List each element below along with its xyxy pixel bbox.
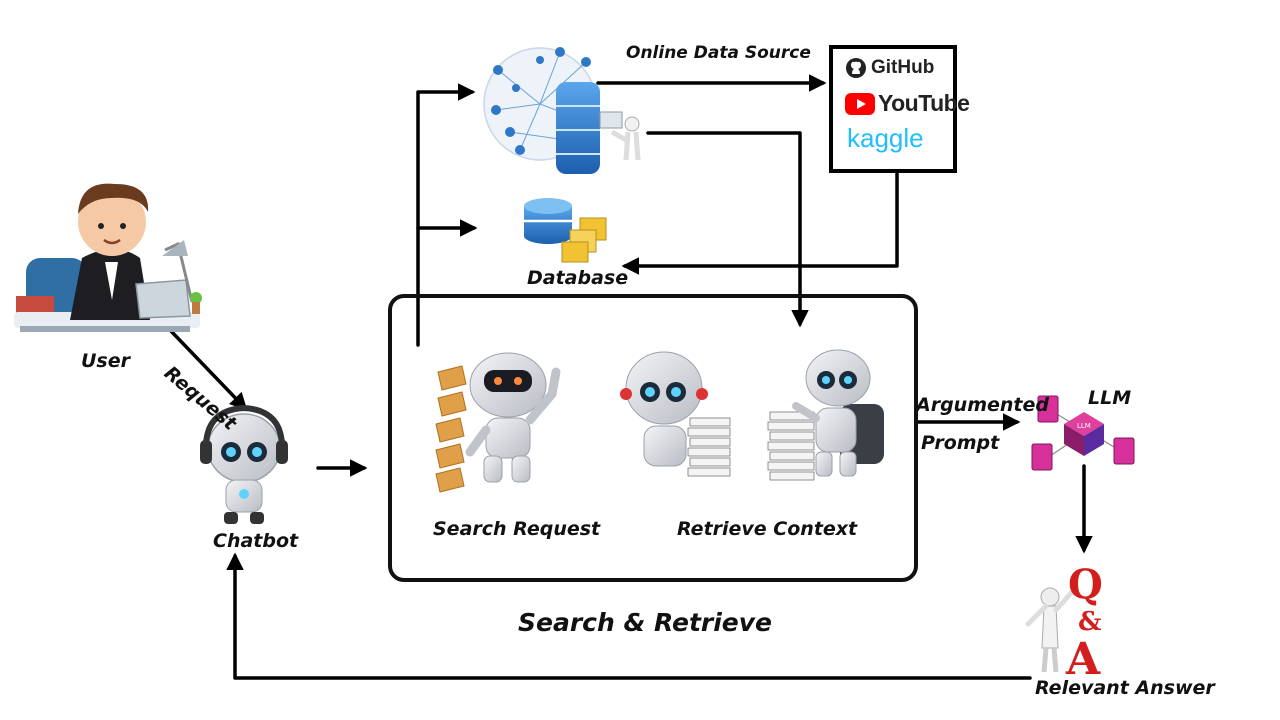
chatbot-label: Chatbot <box>213 530 299 552</box>
search-retrieve-box <box>388 294 918 582</box>
user-label: User <box>81 350 130 372</box>
kaggle-logo-text: kaggle <box>847 123 924 153</box>
answer-to-chatbot-arrow <box>226 552 1032 680</box>
qa-ampersand: & <box>1078 607 1101 637</box>
connectors <box>168 74 1093 680</box>
relevant-answer-label: Relevant Answer <box>1035 677 1215 699</box>
online-source-illustration <box>483 47 641 174</box>
chatbot-illustration <box>200 404 288 524</box>
user-illustration <box>14 183 202 332</box>
llm-label: LLM <box>1088 387 1132 409</box>
augmented-label-line2: Prompt <box>921 432 1000 454</box>
search-robot-illustration <box>435 352 561 493</box>
database-label: Database <box>527 267 629 289</box>
qa-letter-q: Q <box>1068 561 1103 608</box>
sources-to-database-arrow <box>621 170 899 275</box>
sources-box: GitHub YouTube kaggle <box>829 45 970 173</box>
github-logo-text: GitHub <box>871 57 935 78</box>
augmented-label-line1: Argumented <box>916 394 1049 416</box>
youtube-logo-text: YouTube <box>878 90 970 116</box>
retrieve-robots-illustration <box>620 349 884 481</box>
request-arrow <box>168 328 248 411</box>
search-request-label: Search Request <box>433 518 601 540</box>
qa-letter-a: A <box>1065 634 1101 685</box>
youtube-icon <box>845 93 875 115</box>
online-to-retrieve-arrow <box>646 131 809 328</box>
github-icon <box>846 58 866 78</box>
search-retrieve-title: Search & Retrieve <box>518 608 773 637</box>
database-illustration <box>524 198 607 263</box>
retrieve-context-label: Retrieve Context <box>677 518 858 540</box>
llm-chip-text: LLM <box>1077 422 1091 430</box>
qa-illustration: Q & A <box>1025 561 1103 685</box>
online-data-source-label: Online Data Source <box>626 43 811 63</box>
search-up-line <box>416 83 476 347</box>
llm-icon <box>1031 395 1135 471</box>
